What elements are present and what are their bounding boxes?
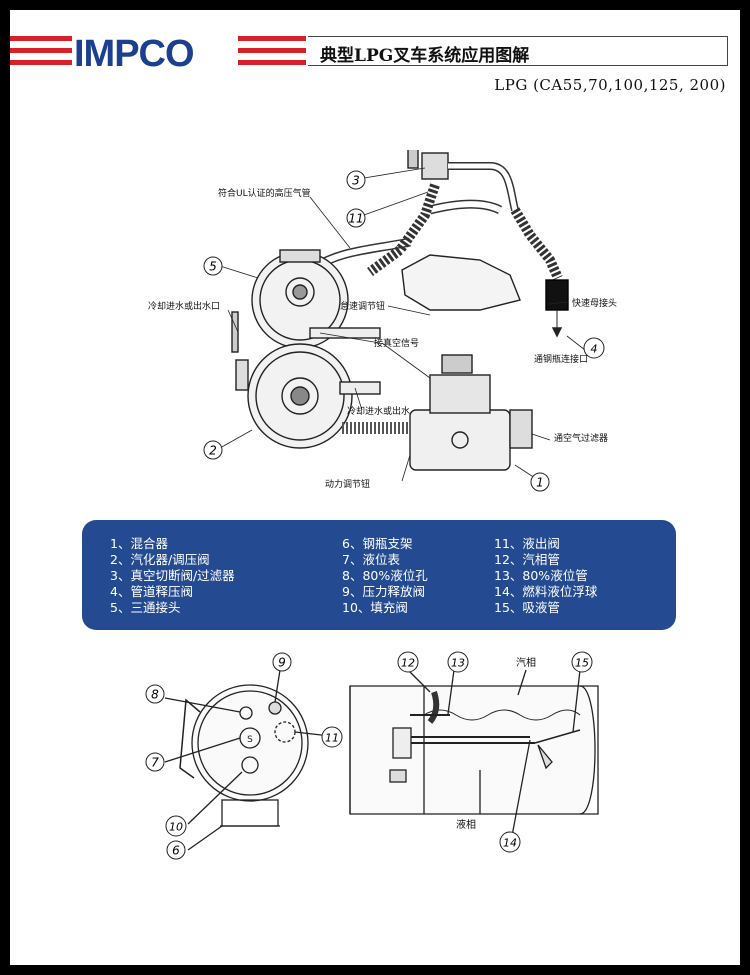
legend-item: 3、真空切断阀/过滤器	[110, 568, 235, 583]
label-power-adjust: 动力调节钮	[325, 478, 370, 490]
label-coolant-port: 冷却进水或出水口	[148, 300, 220, 312]
parts-legend: 1、混合器 2、汽化器/调压阀 3、真空切断阀/过滤器 4、管道释压阀 5、三通…	[82, 520, 676, 630]
vapor-label: 汽相	[516, 656, 536, 669]
lpg-system-diagram: 3 11 5 2 1 4 符合UL认证的高压气管 冷却进水或出水口 怠速调节钮 …	[148, 150, 617, 492]
legend-item: 9、压力释放阀	[342, 584, 425, 599]
label-vacuum-signal: 接真空信号	[374, 337, 419, 349]
svg-text:S: S	[247, 735, 253, 745]
legend-item: 8、80%液位孔	[342, 568, 428, 583]
callout-8: 8	[151, 688, 159, 702]
tank-callouts: 9 8 7 11 10 6 12 13 15 14	[145, 651, 593, 860]
system-callouts: 3 11 5 2 1 4	[203, 170, 605, 492]
callout-11b: 11	[325, 732, 339, 745]
legend-column-1: 1、混合器 2、汽化器/调压阀 3、真空切断阀/过滤器 4、管道释压阀 5、三通…	[110, 536, 235, 616]
callout-5: 11	[348, 212, 363, 226]
callout-6: 6	[172, 844, 180, 858]
legend-item: 12、汽相管	[494, 552, 560, 567]
callout-7: 7	[151, 756, 159, 770]
legend-item: 2、汽化器/调压阀	[110, 552, 210, 567]
title-box: 典型LPG叉车系统应用图解	[308, 36, 728, 66]
legend-item: 13、80%液位管	[494, 568, 588, 583]
impco-logo: IMPCO	[10, 32, 306, 76]
callout-1: 1	[536, 476, 544, 490]
legend-column-2: 6、钢瓶支架 7、液位表 8、80%液位孔 9、压力释放阀 10、填充阀	[342, 536, 428, 616]
callout-4: 3	[352, 174, 360, 188]
legend-item: 7、液位表	[342, 552, 400, 567]
page: IMPCO 典型LPG叉车系统应用图解 LPG (CA55,70,100,125…	[10, 10, 740, 965]
label-hose: 符合UL认证的高压气管	[218, 187, 311, 199]
legend-item: 6、钢瓶支架	[342, 536, 413, 551]
label-tank-connector: 通钢瓶连接口	[534, 353, 588, 365]
legend-column-3: 11、液出阀 12、汽相管 13、80%液位管 14、燃料液位浮球 15、吸液管	[494, 536, 597, 616]
liquid-label: 液相	[456, 818, 476, 831]
callout-13: 13	[451, 657, 465, 670]
legend-item: 4、管道释压阀	[110, 584, 193, 599]
callout-14: 14	[503, 837, 517, 850]
legend-item: 10、填充阀	[342, 600, 408, 615]
callout-9: 9	[278, 656, 286, 670]
callout-11: 4	[591, 343, 598, 356]
callout-10: 10	[169, 821, 183, 834]
page-subtitle: LPG (CA55,70,100,125, 200)	[494, 76, 726, 94]
callout-3: 5	[209, 260, 217, 274]
label-idle-adjust: 怠速调节钮	[340, 300, 385, 312]
legend-item: 15、吸液管	[494, 600, 560, 615]
legend-item: 14、燃料液位浮球	[494, 584, 598, 599]
logo-text: IMPCO	[74, 33, 195, 75]
legend-item: 5、三通接头	[110, 600, 181, 615]
label-quick-coupler: 快速母接头	[572, 297, 617, 309]
callout-12: 12	[401, 657, 415, 670]
callout-2: 2	[209, 444, 217, 458]
legend-item: 11、液出阀	[494, 536, 560, 551]
tank-diagram: S	[145, 651, 599, 860]
label-coolant-port-2: 冷却进水或出水	[347, 405, 410, 417]
legend-item: 1、混合器	[110, 536, 168, 551]
callout-15: 15	[575, 657, 589, 670]
label-air-filter: 通空气过滤器	[554, 432, 608, 444]
page-title: 典型LPG叉车系统应用图解	[320, 46, 530, 66]
